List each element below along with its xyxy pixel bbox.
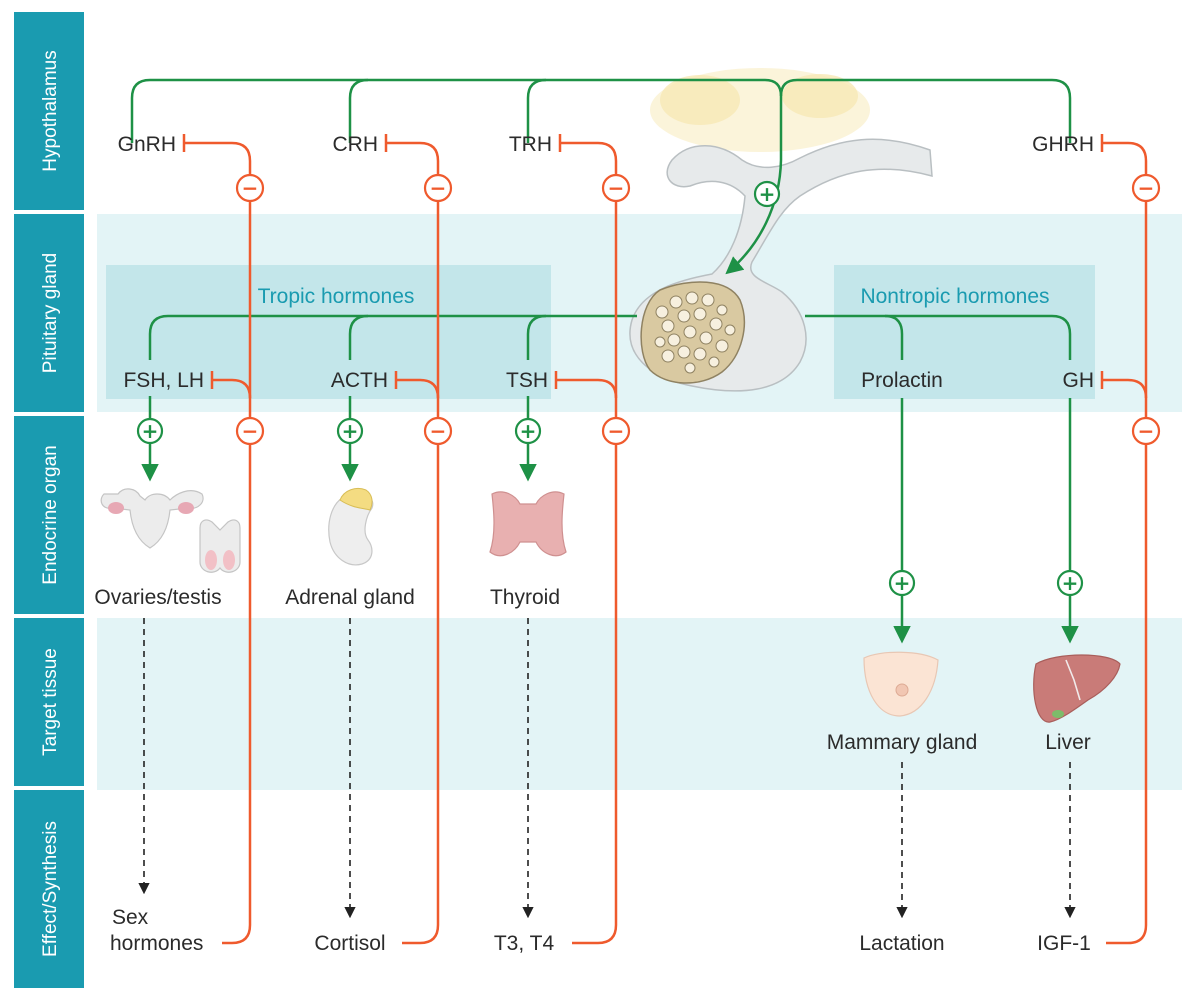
- testis-icon: [199, 519, 241, 573]
- label-t3-t4: T3, T4: [494, 932, 555, 955]
- row-band-effect: [14, 790, 84, 988]
- synthesis-arrows: [138, 618, 1076, 919]
- svg-text:+: +: [759, 182, 776, 206]
- row-label-target: Target tissue: [40, 648, 61, 756]
- stimulate-symbol: +: [1056, 569, 1084, 597]
- svg-text:−: −: [1138, 176, 1155, 200]
- target-tissue-band: [97, 618, 1182, 790]
- svg-text:+: +: [520, 419, 537, 443]
- tropic-header: Tropic hormones: [258, 285, 415, 308]
- inhibit-symbol: −: [235, 173, 265, 203]
- svg-text:−: −: [1138, 419, 1155, 443]
- label-gnrh: GnRH: [118, 133, 176, 156]
- row-label-endocrine: Endocrine organ: [40, 445, 61, 584]
- ovaries-icon: [100, 488, 204, 549]
- label-prolactin: Prolactin: [861, 369, 943, 392]
- label-liver: Liver: [1045, 731, 1091, 754]
- inhibit-symbol: −: [423, 416, 453, 446]
- inhibit-symbol: −: [235, 416, 265, 446]
- label-lactation: Lactation: [859, 932, 944, 955]
- label-cortisol: Cortisol: [314, 932, 385, 955]
- label-crh: CRH: [333, 133, 379, 156]
- thyroid-icon: [489, 491, 567, 557]
- svg-text:−: −: [242, 176, 259, 200]
- stimulate-symbol: +: [888, 569, 916, 597]
- svg-text:−: −: [430, 419, 447, 443]
- row-label-hypothalamus: Hypothalamus: [40, 50, 61, 171]
- label-mammary-gland: Mammary gland: [827, 731, 978, 754]
- label-fsh-lh: FSH, LH: [123, 369, 204, 392]
- inhibit-symbol: −: [1131, 416, 1161, 446]
- inhibit-symbol: −: [423, 173, 453, 203]
- svg-text:+: +: [1062, 571, 1079, 595]
- svg-text:+: +: [142, 419, 159, 443]
- inhibit-symbol: −: [601, 173, 631, 203]
- label-gh: GH: [1063, 369, 1095, 392]
- liver-icon: [1033, 654, 1121, 723]
- label-acth: ACTH: [331, 369, 388, 392]
- hypothalamic-stimulation-lines: [130, 78, 1072, 275]
- row-label-effect: Effect/Synthesis: [40, 821, 61, 957]
- row-band-hypothalamus: [14, 12, 84, 210]
- label-igf-1: IGF-1: [1037, 932, 1091, 955]
- svg-text:−: −: [608, 419, 625, 443]
- row-label-pituitary: Pituitary gland: [40, 253, 61, 373]
- label-sex-hormones-line1: Sex: [112, 906, 149, 929]
- row-labels: Hypothalamus Pituitary gland Endocrine o…: [14, 12, 84, 988]
- negative-feedback-lines: [182, 134, 1148, 945]
- label-ovaries-testis: Ovaries/testis: [94, 586, 221, 609]
- inhibit-symbol: −: [1131, 173, 1161, 203]
- svg-text:+: +: [894, 571, 911, 595]
- svg-text:−: −: [608, 176, 625, 200]
- stimulation-symbols: + + + + + +: [136, 180, 1084, 597]
- label-thyroid: Thyroid: [490, 586, 560, 609]
- svg-text:−: −: [430, 176, 447, 200]
- breast-icon: [863, 651, 939, 717]
- row-band-target: [14, 618, 84, 786]
- adrenal-gland-icon: [328, 487, 374, 566]
- label-sex-hormones-line2: hormones: [110, 932, 203, 955]
- nontropic-group-box: [834, 265, 1095, 399]
- label-adrenal-gland: Adrenal gland: [285, 586, 415, 609]
- inhibition-symbols: − − − − − − − −: [235, 173, 1161, 446]
- svg-text:+: +: [342, 419, 359, 443]
- label-tsh: TSH: [506, 369, 548, 392]
- label-ghrh: GHRH: [1032, 133, 1094, 156]
- stimulate-symbol: +: [136, 417, 164, 445]
- pituitary-gland-icon: [629, 68, 933, 392]
- svg-text:−: −: [242, 419, 259, 443]
- label-trh: TRH: [509, 133, 552, 156]
- stimulate-symbol: +: [336, 417, 364, 445]
- inhibit-symbol: −: [601, 416, 631, 446]
- stimulate-symbol: +: [514, 417, 542, 445]
- tropic-group-box: [106, 265, 551, 399]
- stimulate-symbol: +: [753, 180, 781, 208]
- nontropic-header: Nontropic hormones: [860, 285, 1049, 308]
- row-band-pituitary: [14, 214, 84, 412]
- row-band-endocrine: [14, 416, 84, 614]
